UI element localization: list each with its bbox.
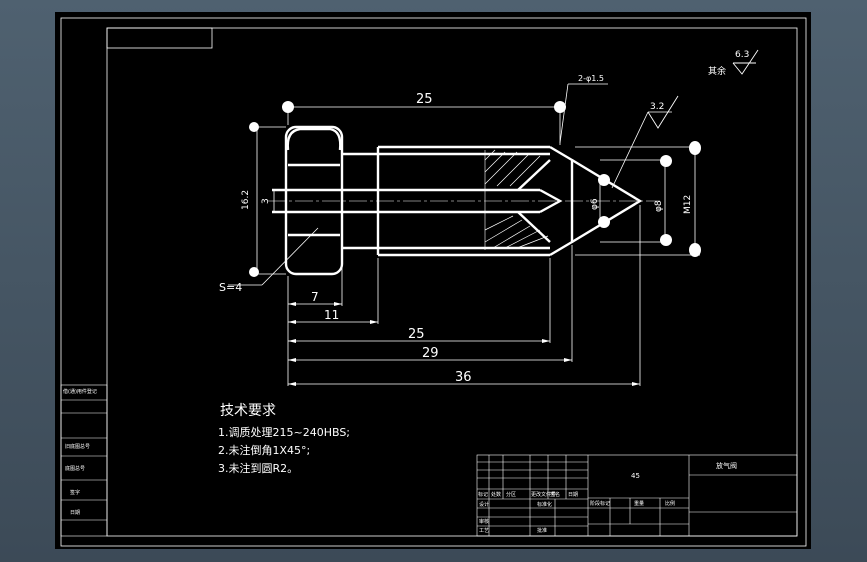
title-block-labels: 标记 处数 分区 更改文件号 签名 日期 设计 标准化 审核 工艺 批准 阶段标… [478,491,675,534]
side-table-labels: 借(通)用件登记 旧底图总号 底图总号 签字 日期 [63,388,97,516]
requirement-3: 3.未注到圆R2。 [218,461,298,475]
hole-note: 2-φ1.5 [578,74,604,83]
side-label-0: 借(通)用件登记 [63,388,97,395]
tb-label-stage: 阶段标记 [590,500,610,507]
tb-label-date: 日期 [568,492,578,498]
requirement-1: 1.调质处理215~240HBS; [218,426,350,439]
side-table [60,384,108,537]
tb-label-scale: 比例 [665,500,675,507]
tb-label-zone: 分区 [506,491,516,498]
dim-phi8: φ8 [654,200,664,212]
dim-7: 7 [311,290,319,304]
side-label-4: 日期 [70,510,80,516]
tb-label-count: 处数 [491,491,501,498]
side-label-2: 底图总号 [65,465,85,472]
code-box [106,27,213,49]
drawing-sheet [55,12,811,549]
roughness-other-value: 6.3 [735,50,749,60]
dim-phi6: φ6 [590,198,600,210]
tb-label-mark: 标记 [478,491,488,498]
dim-25: 25 [408,327,425,342]
requirements-heading: 技术要求 [220,403,276,419]
title-block [476,454,798,537]
tb-label-approve: 批准 [537,527,547,534]
tb-label-file: 更改文件号 [531,491,556,498]
dimension-arrows [288,302,640,386]
tb-label-check: 审核 [479,518,489,525]
tb-label-weight: 重量 [634,500,644,507]
dim-s4: S=4 [219,281,242,294]
section-hatch [484,149,549,249]
outer-frame [60,17,807,547]
dim-29: 29 [422,346,439,361]
dim-11: 11 [324,308,339,322]
roughness-symbols [647,49,759,129]
inner-frame [106,27,798,537]
tb-label-sign: 签名 [550,491,560,498]
part-outline [272,125,643,276]
dimension-lines [228,83,700,386]
part-name: 放气阀 [716,461,737,470]
tb-label-process: 工艺 [479,528,489,534]
dim-36: 36 [455,370,472,385]
requirement-2: 2.未注倒角1X45°; [218,443,310,457]
roughness-cone: 3.2 [650,102,664,112]
dim-top-25: 25 [416,92,433,107]
dim-3: 3 [261,198,271,204]
dim-16-2: 16.2 [241,190,251,210]
tb-label-design: 设计 [479,501,489,508]
side-label-1: 旧底图总号 [65,443,90,450]
tb-label-standard: 标准化 [537,501,552,508]
roughness-other-label: 其余 [708,65,726,77]
side-label-3: 签字 [70,489,80,496]
dim-m12: M12 [683,195,693,214]
dimension-dots [249,101,701,277]
material-value: 45 [631,472,640,480]
